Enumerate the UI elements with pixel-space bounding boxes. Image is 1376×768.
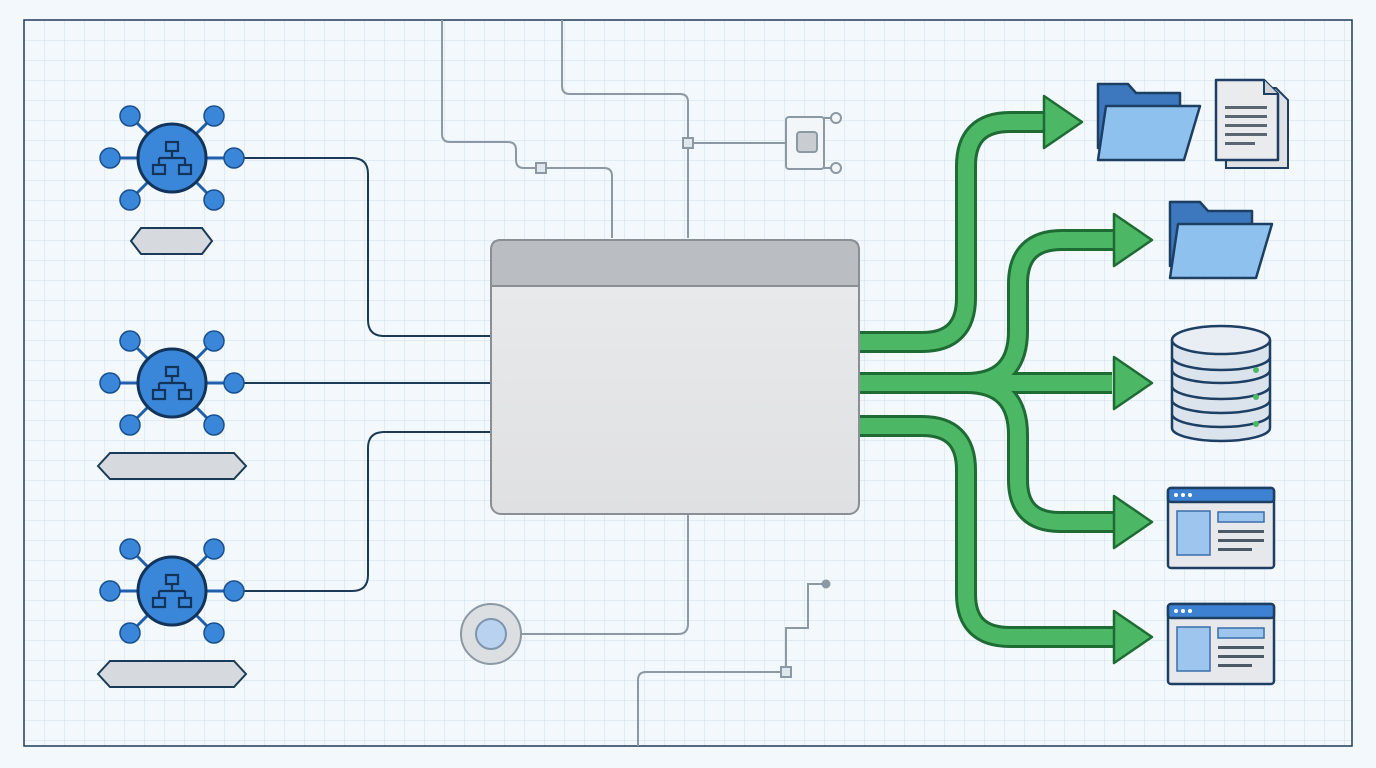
document-icon (1214, 78, 1289, 169)
destination-database[interactable] (1170, 324, 1272, 443)
destination-document[interactable] (1214, 78, 1289, 169)
component-connector-icon (785, 112, 842, 174)
source-node-1[interactable] (98, 104, 246, 255)
top-connectors (441, 20, 786, 238)
browser-window-icon (1166, 486, 1276, 570)
arrowhead-4 (1112, 494, 1154, 550)
source-connectors (234, 157, 491, 592)
database-icon (1170, 324, 1272, 443)
destination-browser-1[interactable] (1166, 486, 1276, 570)
source-node-2[interactable] (96, 329, 248, 480)
source-label-tag-3 (96, 660, 248, 688)
source-label-tag-1 (129, 227, 214, 255)
browser-window-icon (1166, 602, 1276, 686)
arrowhead-2 (1112, 212, 1154, 268)
bottom-connectors (522, 515, 831, 746)
destination-browser-2[interactable] (1166, 602, 1276, 686)
arrowhead-3 (1112, 355, 1154, 411)
diagram-frame (23, 19, 1353, 747)
node-port-icon (460, 603, 522, 665)
arrowhead-5 (1112, 609, 1154, 665)
output-flows (860, 94, 1154, 665)
arrowhead-1 (1042, 94, 1084, 150)
source-node-3[interactable] (96, 537, 248, 688)
central-window[interactable] (490, 239, 860, 515)
source-label-tag-2 (96, 452, 248, 480)
